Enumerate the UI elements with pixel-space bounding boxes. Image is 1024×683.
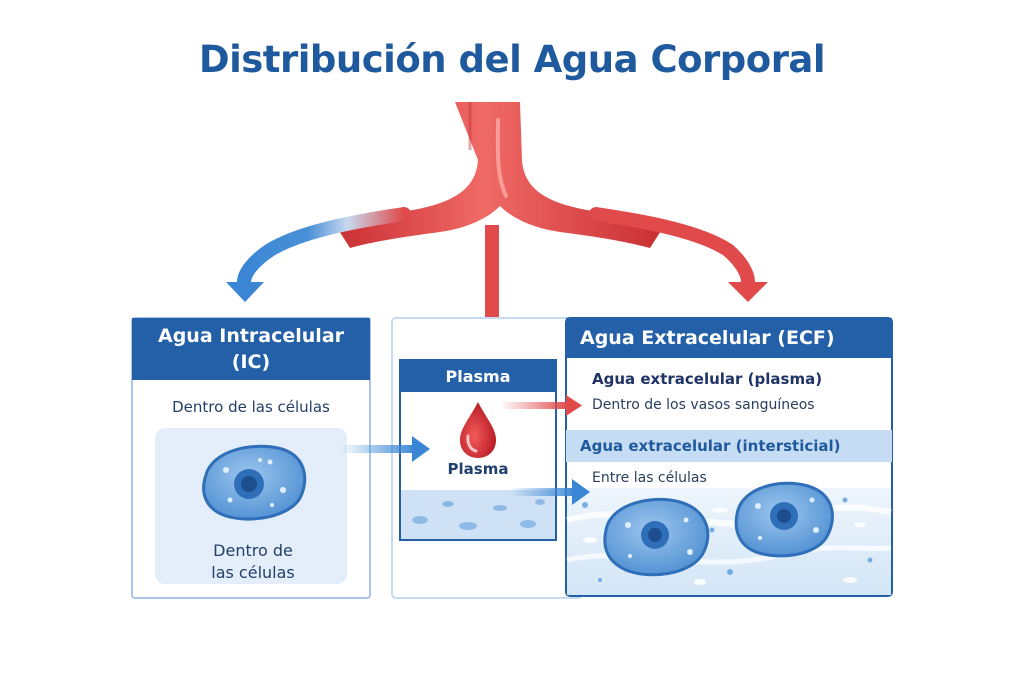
- intracellular-header-line2: (IC): [231, 351, 271, 373]
- intracellular-header-line1: Agua Intracelular: [157, 325, 345, 347]
- ecf-plasma-title: Agua extracelular (plasma): [592, 370, 823, 388]
- arrow-ic-to-plasma: [340, 445, 416, 453]
- arrow-down-right-icon: [728, 282, 768, 302]
- intracellular-header: Agua Intracelular (IC): [132, 318, 370, 380]
- intracellular-cell-caption: Dentro de las células: [160, 540, 346, 584]
- cell-ic-icon: [202, 444, 307, 521]
- arrow-plasma-to-interstitial: [510, 488, 576, 496]
- cell-ecf-icon-2: [734, 481, 834, 558]
- arrow-plasma-to-ecf: [500, 402, 570, 409]
- intracellular-cell-caption-line1: Dentro de: [213, 541, 293, 560]
- diagram-title: Distribución del Agua Corporal: [198, 38, 826, 81]
- ecf-plasma-subtitle: Dentro de los vasos sanguíneos: [592, 397, 815, 413]
- ecf-interstitial-subtitle: Entre las células: [592, 470, 707, 486]
- plasma-header: Plasma: [400, 360, 556, 392]
- arrow-down-left-icon: [226, 282, 264, 302]
- ecf-interstitial-title: Agua extracelular (intersticial): [566, 430, 892, 462]
- cell-ecf-icon-1: [603, 497, 710, 577]
- plasma-drop-label: Plasma: [447, 460, 509, 478]
- intracellular-cell-caption-line2: las células: [211, 563, 295, 582]
- blood-vessel-icon: [237, 102, 755, 320]
- intracellular-subtitle: Dentro de las células: [172, 398, 330, 416]
- extracellular-header: Agua Extracelular (ECF): [566, 318, 892, 358]
